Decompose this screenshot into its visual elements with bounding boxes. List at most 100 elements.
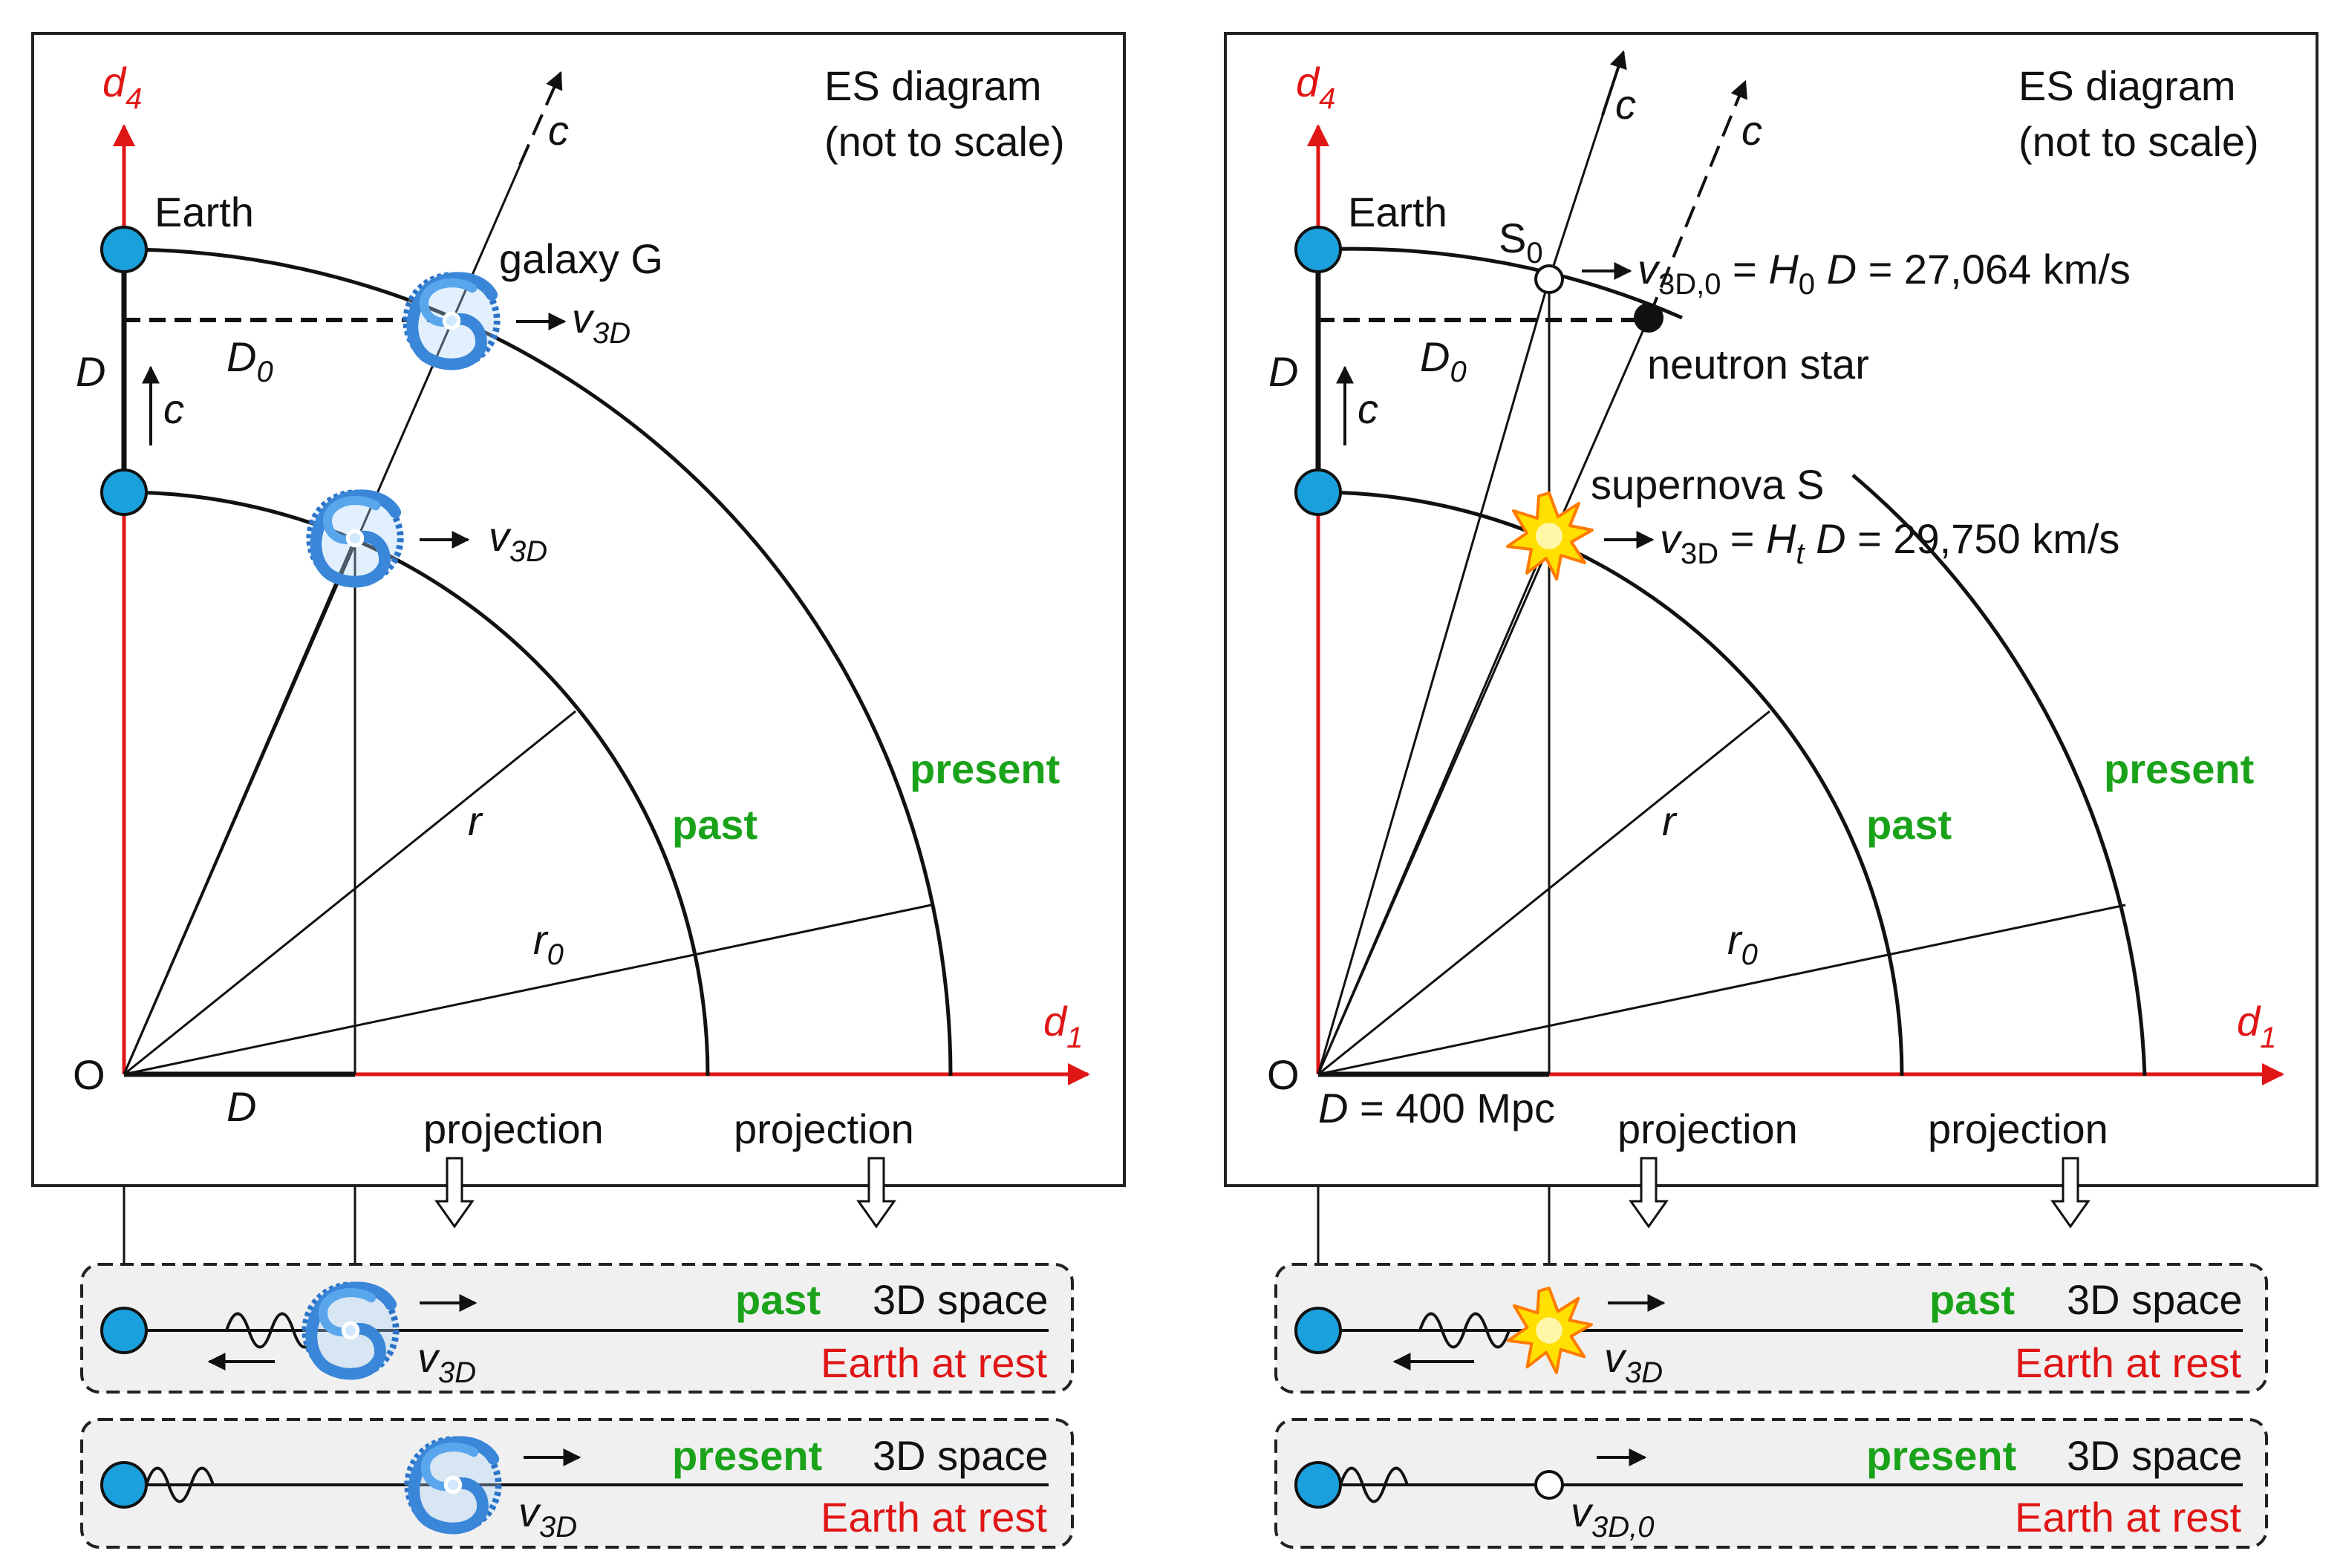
left-strip-past-earth <box>100 1307 148 1354</box>
right-axis-d4-label: d4 <box>1296 59 1335 115</box>
left-title-line1: ES diagram <box>824 62 1042 109</box>
right-supernova-label: supernova S <box>1591 461 1824 508</box>
left-projection-label-2: projection <box>734 1105 914 1152</box>
right-strip-present-earth <box>1294 1461 1342 1509</box>
right-earth-past <box>1294 468 1342 516</box>
left-earth-label: Earth <box>154 189 254 235</box>
left-bottom-D-label: D <box>227 1083 256 1130</box>
right-line-r0 <box>1317 904 2126 1076</box>
left-axis-d1-label: d1 <box>1043 998 1083 1054</box>
right-c-label-1: c <box>1615 81 1636 128</box>
right-strip-present-v: v3D,0 <box>1571 1489 1655 1544</box>
right-strip-past-v: v3D <box>1604 1334 1663 1389</box>
left-projection-label-1: projection <box>423 1105 604 1152</box>
left-strip-past-era: past <box>735 1276 821 1323</box>
left-earth-past <box>100 468 148 516</box>
right-title-line2: (not to scale) <box>2018 118 2259 165</box>
right-line-to-neutron <box>1317 317 1650 1075</box>
left-strip-past-v: v3D <box>417 1334 476 1389</box>
left-strip-present-v: v3D <box>518 1489 577 1544</box>
left-arc-present <box>123 247 953 1077</box>
right-D-label: D <box>1268 348 1298 395</box>
right-line-to-s0 <box>1317 278 1551 1075</box>
right-bottom-D-label: D = 400 Mpc <box>1318 1085 1555 1131</box>
right-strip-present-space: 3D space <box>2067 1432 2243 1479</box>
left-axis-d4-label: d4 <box>102 59 142 115</box>
right-past-label: past <box>1866 801 1952 848</box>
right-axis-d1-label: d1 <box>2237 998 2276 1054</box>
right-projection-arrow-1 <box>1629 1157 1669 1229</box>
right-c-arrow-2 <box>1647 79 1747 318</box>
right-strip-past-frame: Earth at rest <box>2015 1339 2241 1386</box>
left-strip-past-space: 3D space <box>873 1276 1049 1323</box>
left-projection-arrow-2 <box>856 1157 896 1229</box>
left-v3d-past-label: v3D <box>489 513 547 568</box>
left-strip-present-wave <box>145 1466 215 1503</box>
left-strip-present-frame: Earth at rest <box>821 1494 1047 1541</box>
left-r0-label: r0 <box>533 916 564 971</box>
left-galaxy-past-icon <box>307 490 403 587</box>
left-c-label: c <box>548 107 569 154</box>
right-title-line1: ES diagram <box>2018 62 2236 109</box>
right-projection-arrow-2 <box>2050 1157 2091 1229</box>
left-galaxy-label: galaxy G <box>499 235 663 282</box>
left-panel-frame <box>31 32 1126 1187</box>
right-eq-bottom: v3D = Ht D = 29,750 km/s <box>1660 515 2119 570</box>
left-strip-present-era: present <box>672 1432 822 1479</box>
right-neutron-star-marker <box>1634 303 1663 333</box>
left-strip-present-space: 3D space <box>873 1432 1049 1479</box>
left-projection-arrow-1 <box>434 1157 475 1229</box>
left-strip-past: v3D past 3D space Earth at rest <box>80 1263 1074 1394</box>
right-strip-past-era: past <box>1929 1276 2015 1323</box>
left-galaxy-present-icon <box>403 272 500 369</box>
right-projection-label-2: projection <box>1928 1105 2108 1152</box>
right-c-label-2: c <box>1741 107 1762 154</box>
right-line-r <box>1317 710 1770 1076</box>
right-arc-past <box>1317 490 1904 1077</box>
left-strip-present-earth <box>100 1461 148 1509</box>
right-D0-label: D0 <box>1420 333 1467 388</box>
right-projection-label-1: projection <box>1617 1105 1798 1152</box>
right-neutron-label: neutron star <box>1647 341 1869 388</box>
right-arc-present <box>1317 246 1683 320</box>
left-title-line2: (not to scale) <box>824 118 1065 165</box>
left-strip-past-wave <box>225 1312 317 1349</box>
left-arc-past <box>123 490 710 1077</box>
right-panel: ES diagram (not to scale) d4 d1 O Earth … <box>1224 32 2318 1549</box>
right-c-small-label: c <box>1358 385 1378 432</box>
left-D-label: D <box>76 348 105 395</box>
left-strip-present: v3D present 3D space Earth at rest <box>80 1418 1074 1549</box>
right-s0-label: S0 <box>1499 215 1543 270</box>
right-earth-label: Earth <box>1348 189 1447 235</box>
right-strip-present-s0-marker <box>1534 1470 1564 1500</box>
left-past-label: past <box>672 801 757 848</box>
right-panel-frame <box>1224 32 2318 1187</box>
right-strip-past: v3D past 3D space Earth at rest <box>1274 1263 2268 1394</box>
left-strip-past-galaxy-icon <box>302 1282 399 1379</box>
right-strip-present-era: present <box>1866 1432 2016 1479</box>
right-c-arrow-1-tip <box>1601 50 1627 116</box>
left-line-r0 <box>123 904 932 1076</box>
left-strip-present-galaxy-icon <box>405 1437 501 1533</box>
right-r-label: r <box>1662 797 1678 844</box>
left-c-small-label: c <box>163 385 184 432</box>
right-eq-top: v3D,0 = H0 D = 27,064 km/s <box>1638 246 2131 301</box>
right-s0-marker <box>1534 264 1564 294</box>
right-strip-past-wave <box>1418 1312 1511 1349</box>
left-present-label: present <box>910 745 1060 792</box>
left-earth-present <box>100 226 148 273</box>
left-D0-label: D0 <box>227 333 273 388</box>
right-strip-present-wave <box>1339 1466 1409 1503</box>
left-c-arrow <box>518 71 563 166</box>
left-r-label: r <box>468 797 483 844</box>
right-r0-label: r0 <box>1727 916 1758 971</box>
right-earth-present <box>1294 226 1342 273</box>
left-v3d-present-label: v3D <box>572 295 630 350</box>
left-line-r <box>123 710 576 1076</box>
right-present-label: present <box>2104 745 2254 792</box>
left-strip-past-frame: Earth at rest <box>821 1339 1047 1386</box>
right-origin-label: O <box>1267 1051 1300 1098</box>
right-strip-present-frame: Earth at rest <box>2015 1494 2241 1541</box>
left-panel: ES diagram (not to scale) d4 d1 O Earth … <box>31 32 1126 1549</box>
